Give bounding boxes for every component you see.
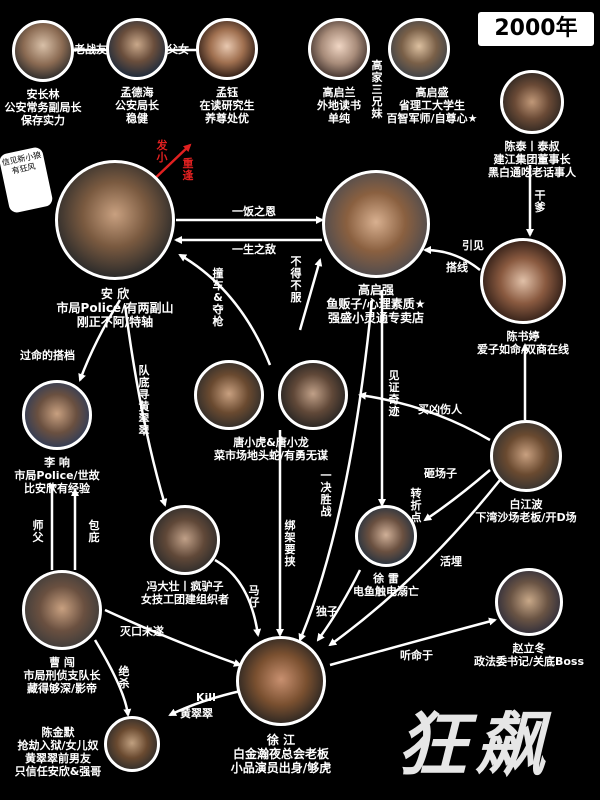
label-investigate: 队底寻黄翠翠 [138,364,150,437]
caption-xu-lei: 徐 雷电鱼触电溺亡 [353,572,419,598]
caption-an-xin: 安 欣市局Police/有两副山刚正不阿/特轴 [56,287,174,329]
link-son [316,569,362,642]
avatar-chen-shuting [480,238,566,324]
avatar-xu-lei [355,505,417,567]
link-obey [329,617,497,667]
label-childhood: 发小 [156,139,168,164]
caption-chen-tai: 陈泰丨泰叔建江集团董事长黑白通吃老话事人 [488,140,576,179]
caption-meng-yu: 孟钰在读研究生养尊处优 [199,86,255,125]
link-unconvinced [298,258,323,331]
label-duel: 一决胜战 [320,469,332,518]
label-carrot: 砸场子 [424,467,457,480]
link-horse [214,558,262,637]
caption-cao-chuang: 曹 闯市局刑侦支队长藏得够深/影帝 [23,656,101,695]
label-partner: 过命的搭档 [20,349,75,362]
label-kidnap: 绑架要挟 [284,519,296,568]
drama-title: 狂飙 [397,703,553,786]
avatar-bai-jiangbo [490,420,562,492]
caption-an-changlin: 安长林公安常务副局长保存实力 [4,88,82,127]
caption-chen-jinmo: 陈金默抢劫入狱/女儿奴黄翠翠前男友只信任安欣&强哥 [14,726,102,778]
label-witness: 见证奇迹 [388,369,400,418]
avatar-xu-jiang [236,636,326,726]
link-investigate [123,304,168,507]
link-bribe [358,391,491,442]
avatar-chen-jinmo [104,716,160,772]
caption-zhao-lidong: 赵立冬政法委书记/关底Boss [473,642,585,668]
caption-gao-qisheng: 高启盛省理工大学生百智军师/自尊心★ [386,86,478,125]
avatar-tang-xiaolong [278,360,348,430]
link-introduce [423,246,481,271]
avatar-zhao-lidong [495,568,563,636]
avatar-gao-qilan [308,18,370,80]
avatar-gao-qisheng [388,18,450,80]
year-badge: 2000年 [478,12,594,46]
label-old-comrade: 老战友 [74,43,107,56]
link-lure [328,479,501,647]
label-blame-shift: 撞车&夺枪 [212,267,224,328]
label-kill: Kill [196,691,216,704]
label-father-daughter: 父女 [167,43,189,56]
label-lure: 活埋 [440,555,462,568]
link-blame [178,253,272,366]
label-matchmake: 搭线 [446,261,468,274]
link-silence [104,608,242,667]
caption-li-xiang: 李 响市局Police/世故比安欣有经验 [14,456,100,495]
link-partner [78,299,122,382]
label-enemy: 一生之敌 [232,243,276,256]
link-duel [298,299,374,642]
label-murder: 绝杀 [118,665,130,690]
link-turning [423,469,491,522]
label-huang: 黄翠翠 [180,707,213,720]
avatar-an-changlin [12,20,74,82]
avatar-meng-yu [196,18,258,80]
avatar-feng-dazhuang [150,505,220,575]
caption-gao-qiqiang: 高启强鱼贩子/心理素质★强盛小灵通专卖店 [326,283,426,325]
link-murder [93,639,132,717]
avatar-gao-qiqiang [322,170,430,278]
label-gao-siblings: 高家三兄妹 [371,59,383,120]
caption-gao-qilan: 高启兰外地读书单纯 [317,86,361,125]
label-silence: 灭口未遂 [120,625,164,638]
label-horse: 马仔 [248,584,260,609]
label-mentor: 师父 [32,519,44,544]
caption-chen-shuting: 陈书婷爱子如命/双商在线 [476,330,570,356]
caption-feng-dazhuang: 冯大壮丨疯驴子女技工团建组织者 [141,580,229,606]
avatar-cao-chuang [22,570,102,650]
label-obey: 听命于 [400,649,433,662]
label-unconvinced: 不得不服 [290,255,302,304]
caption-tang-brothers: 唐小虎&唐小龙菜市场地头蛇/有勇无谋 [213,436,329,462]
label-son: 独子 [316,605,338,618]
avatar-li-xiang [22,380,92,450]
label-rebound: 重逢 [182,157,194,182]
avatar-meng-dehai [106,18,168,80]
label-godfather: 干爹 [534,189,546,214]
avatar-tang-xiaohu [194,360,264,430]
label-turning: 转折点 [410,487,422,524]
label-cover: 包庇 [88,519,100,544]
avatar-chen-tai [500,70,564,134]
label-favor: 一饭之恩 [232,205,276,218]
label-introduce: 引见 [462,239,484,252]
caption-bai-jiangbo: 白江波下湾沙场老板/开D场 [475,498,577,524]
avatar-an-xin [55,160,175,280]
caption-meng-dehai: 孟德海公安局长稳健 [115,86,159,125]
caption-xu-jiang: 徐 江白金瀚夜总会老板小品演员出身/够虎 [230,733,332,775]
label-bribe: 买凶伤人 [418,403,462,416]
